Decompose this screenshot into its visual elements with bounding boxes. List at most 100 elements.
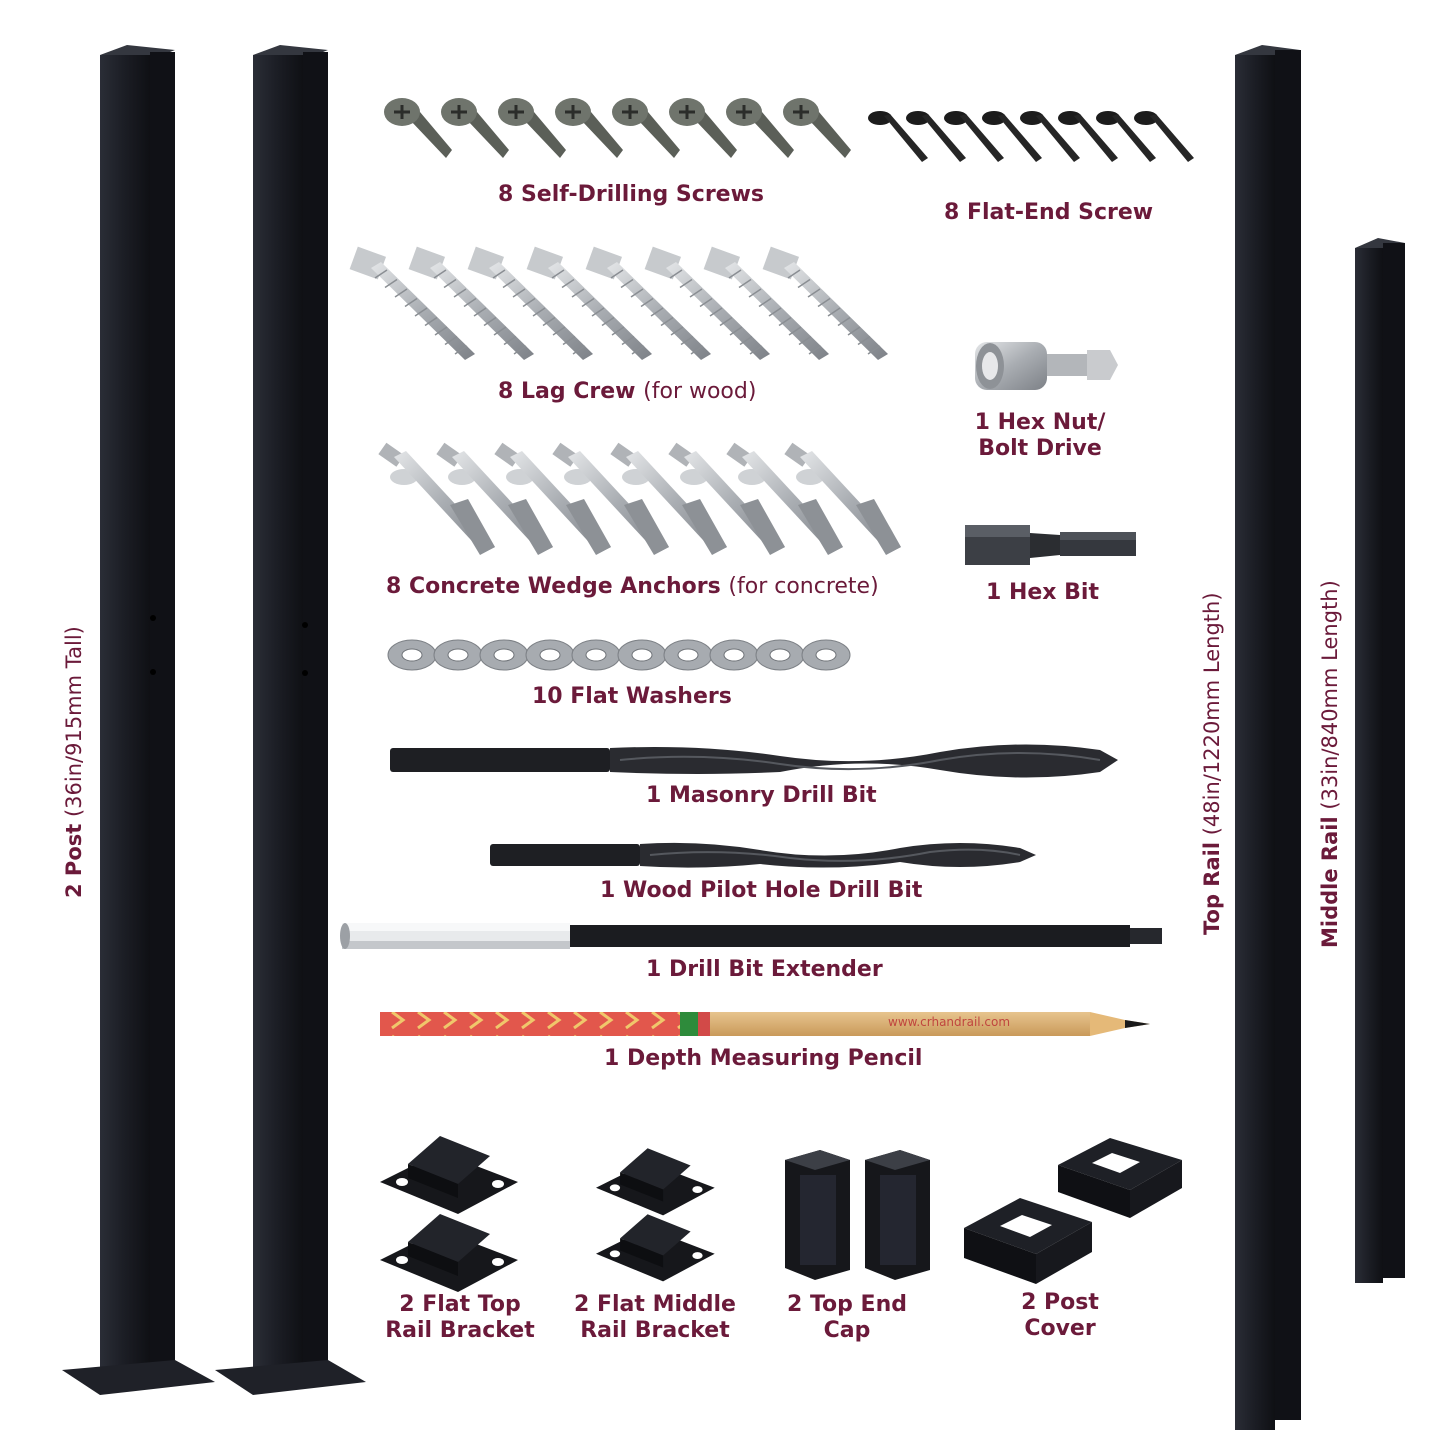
- wedge-anchor-icon: [668, 442, 785, 555]
- lag-screw-label-main: 8 Lag Crew: [498, 379, 636, 404]
- lag-screw-label-note: (for wood): [643, 379, 757, 404]
- self-drilling-screw-icon: [555, 98, 623, 158]
- hex-bit-icon: [965, 525, 1136, 565]
- post-label: 2 Post (36in/915mm Tall): [62, 626, 86, 898]
- post-right-icon: [215, 45, 366, 1395]
- self-drilling-screw-icon: [441, 98, 509, 158]
- post-cover-label: 2 Post Cover: [990, 1290, 1130, 1343]
- flat-end-screw-icon: [1058, 111, 1118, 162]
- middle-rail-bracket-label: 2 Flat Middle Rail Bracket: [565, 1292, 745, 1345]
- wedge-anchors-label-main: 8 Concrete Wedge Anchors: [386, 574, 721, 599]
- top-rail-label-note: (48in/1220mm Length): [1200, 592, 1224, 836]
- wedge-anchor-icon: [784, 442, 901, 555]
- top-rail-bracket-label: 2 Flat Top Rail Bracket: [370, 1292, 550, 1345]
- rail-bracket-icon: [596, 1148, 715, 1216]
- wedge-anchors-label-note: (for concrete): [728, 574, 879, 599]
- flat-washers-icon: [387, 639, 851, 671]
- flat-washers-label: 10 Flat Washers: [532, 684, 732, 709]
- flat-end-screw-icon: [982, 111, 1042, 162]
- drill-bit-extender-label: 1 Drill Bit Extender: [646, 957, 883, 982]
- lag-screws-icon: [349, 246, 888, 360]
- wood-pilot-drill-bit-label: 1 Wood Pilot Hole Drill Bit: [600, 878, 923, 903]
- lag-screw-label: 8 Lag Crew (for wood): [498, 379, 756, 405]
- self-drilling-screw-icon: [726, 98, 794, 158]
- flat-end-screw-icon: [1134, 111, 1194, 162]
- lag-screw-icon: [703, 246, 829, 360]
- lag-screw-icon: [644, 246, 770, 360]
- top-rail-bracket-label-line2: Rail Bracket: [385, 1318, 535, 1344]
- middle-rail-bracket-label-line2: Rail Bracket: [580, 1318, 730, 1344]
- flat-washer-icon: [387, 639, 437, 671]
- lag-screw-icon: [585, 246, 711, 360]
- flat-end-screw-icon: [944, 111, 1004, 162]
- flat-washer-icon: [433, 639, 483, 671]
- self-drilling-screw-icon: [783, 98, 851, 158]
- hex-bit-label: 1 Hex Bit: [986, 580, 1099, 605]
- flat-end-screw-icon: [1096, 111, 1156, 162]
- flat-washer-icon: [709, 639, 759, 671]
- end-cap-label: 2 Top End Cap: [772, 1292, 922, 1345]
- flat-washer-icon: [571, 639, 621, 671]
- rail-bracket-icon: [380, 1136, 518, 1214]
- masonry-drill-bit-icon: [390, 744, 1118, 778]
- flat-end-screw-icon: [906, 111, 966, 162]
- top-rail-label-main: Top Rail: [1200, 841, 1224, 935]
- self-drilling-screw-icon: [669, 98, 737, 158]
- top-rail-brackets-icon: [380, 1136, 518, 1292]
- flat-washer-icon: [801, 639, 851, 671]
- flat-washer-icon: [617, 639, 667, 671]
- wedge-anchor-icon: [494, 442, 611, 555]
- top-rail-bracket-label-line1: 2 Flat Top: [399, 1292, 521, 1317]
- middle-rail-brackets-icon: [596, 1148, 715, 1282]
- end-caps-icon: [785, 1150, 930, 1280]
- wedge-anchor-icon: [436, 442, 553, 555]
- middle-rail-label: Middle Rail (33in/840mm Length): [1318, 580, 1342, 948]
- flat-end-screw-icon: [868, 111, 928, 162]
- middle-rail-label-main: Middle Rail: [1318, 816, 1342, 948]
- lag-screw-icon: [526, 246, 652, 360]
- top-rail-icon: [1235, 45, 1301, 1430]
- wedge-anchor-icon: [726, 442, 843, 555]
- post-left-icon: [62, 45, 215, 1395]
- lag-screw-icon: [762, 246, 888, 360]
- pencil-url-text: www.crhandrail.com: [888, 1015, 1011, 1029]
- hex-nut-driver-label-line2: Bolt Drive: [978, 436, 1102, 462]
- flat-washer-icon: [755, 639, 805, 671]
- post-label-note: (36in/915mm Tall): [62, 626, 86, 818]
- flat-end-screw-icon: [1020, 111, 1080, 162]
- wood-pilot-drill-bit-icon: [490, 842, 1036, 868]
- post-cover-label-line1: 2 Post: [1021, 1290, 1099, 1315]
- end-cap-label-line2: Cap: [823, 1318, 871, 1344]
- self-drilling-screw-icon: [384, 98, 452, 158]
- end-cap-label-line1: 2 Top End: [786, 1292, 907, 1317]
- flat-end-screw-label: 8 Flat-End Screw: [944, 200, 1154, 225]
- self-drilling-screws-label: 8 Self-Drilling Screws: [498, 182, 765, 207]
- rail-bracket-icon: [380, 1214, 518, 1292]
- lag-screw-icon: [467, 246, 593, 360]
- flat-washer-icon: [479, 639, 529, 671]
- lag-screw-icon: [349, 246, 475, 360]
- middle-rail-bracket-label-line1: 2 Flat Middle: [574, 1292, 736, 1317]
- wedge-anchors-label: 8 Concrete Wedge Anchors (for concrete): [386, 574, 879, 600]
- post-label-main: 2 Post: [62, 823, 86, 898]
- self-drilling-screws-icon: [384, 98, 851, 158]
- wedge-anchor-icon: [378, 442, 495, 555]
- depth-pencil-icon: [380, 1012, 1150, 1036]
- wedge-anchors-icon: [378, 442, 901, 555]
- top-rail-label: Top Rail (48in/1220mm Length): [1200, 592, 1224, 935]
- hex-nut-driver-icon: [975, 342, 1118, 390]
- self-drilling-screw-icon: [498, 98, 566, 158]
- hex-nut-driver-label: 1 Hex Nut/ Bolt Drive: [960, 410, 1120, 463]
- hex-nut-driver-label-line1: 1 Hex Nut/: [974, 410, 1106, 435]
- flat-end-screws-icon: [868, 111, 1194, 162]
- wedge-anchor-icon: [552, 442, 669, 555]
- flat-washer-icon: [525, 639, 575, 671]
- self-drilling-screw-icon: [612, 98, 680, 158]
- depth-pencil-label: 1 Depth Measuring Pencil: [604, 1046, 923, 1071]
- middle-rail-label-note: (33in/840mm Length): [1318, 580, 1342, 810]
- rail-bracket-icon: [596, 1214, 715, 1282]
- lag-screw-icon: [408, 246, 534, 360]
- masonry-drill-bit-label: 1 Masonry Drill Bit: [646, 783, 877, 808]
- drill-bit-extender-icon: [340, 923, 1162, 949]
